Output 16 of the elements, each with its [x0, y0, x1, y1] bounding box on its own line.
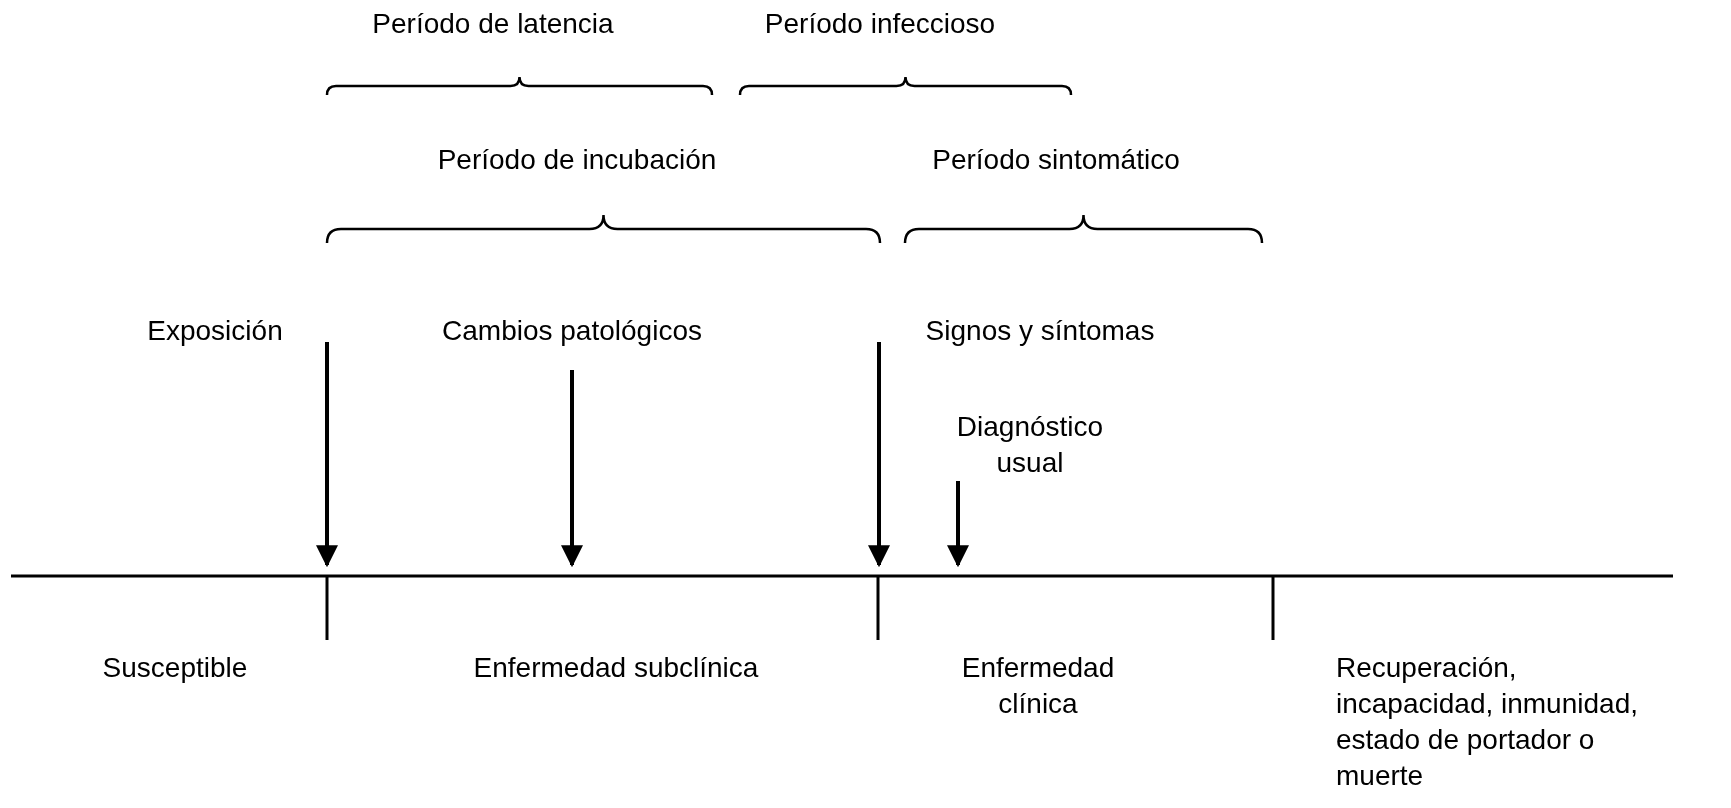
arrow: [947, 481, 969, 568]
event-label: Diagnóstico usual: [935, 409, 1125, 481]
period-label: Período infeccioso: [764, 7, 996, 41]
period-label: Período de latencia: [372, 7, 614, 41]
stage-label: Enfermedad clínica: [960, 651, 1116, 721]
stage-label: Recuperación, incapacidad, inmunidad, estado de portador o muerte: [1336, 651, 1639, 793]
period-label: Período sintomático: [932, 143, 1180, 177]
event-label: Cambios patológicos: [442, 313, 702, 349]
stage-label: Enfermedad subclínica: [473, 651, 759, 685]
arrow: [316, 342, 338, 568]
arrow: [561, 370, 583, 568]
period-label: Período de incubación: [437, 143, 717, 177]
stage-label: Susceptible: [102, 651, 248, 685]
event-label: Signos y síntomas: [925, 313, 1155, 349]
arrow: [868, 342, 890, 568]
event-label: Exposición: [147, 313, 283, 349]
